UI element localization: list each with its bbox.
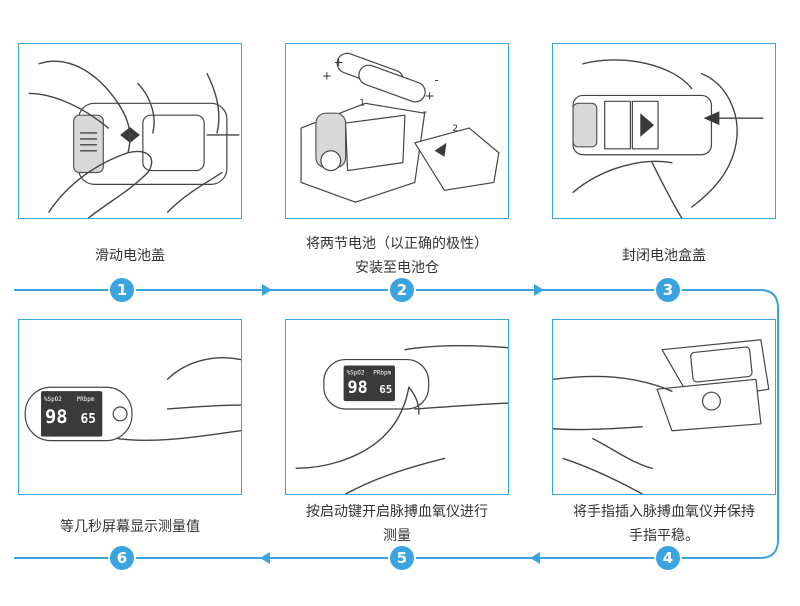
step-1-badge: 1	[110, 278, 134, 302]
display-pr-label: PRbpm	[77, 396, 95, 403]
display-pr-value: 65	[81, 412, 96, 427]
step-6-caption: 等几秒屏幕显示测量值	[0, 515, 260, 539]
step-2-caption: 将两节电池（以正确的极性） 安装至电池仓	[267, 232, 527, 280]
plus-mark-2: +	[334, 55, 344, 69]
step-5-line2: 测量	[383, 528, 411, 544]
display-spo2-label: %SpO2	[44, 396, 62, 403]
step-6-image: %SpO2 PRbpm 98 65	[18, 319, 242, 495]
callout-1: 1	[359, 98, 365, 108]
plus-mark-1: +	[322, 69, 332, 83]
step-3-caption: 封闭电池盒盖	[534, 244, 794, 268]
step-2-image: + + + - - 1 2	[285, 43, 509, 219]
step-2-badge: 2	[390, 278, 414, 302]
pr-label: PRbpm	[373, 369, 391, 376]
step-5-line1: 按启动键开启脉搏血氧仪进行	[306, 504, 488, 520]
step-4-badge: 4	[656, 546, 680, 570]
minus-mark-2: -	[423, 104, 427, 118]
step-2-line2: 安装至电池仓	[355, 260, 439, 276]
step-6-line1: 等几秒屏幕显示测量值	[60, 519, 200, 535]
step-3-badge: 3	[656, 278, 680, 302]
minus-mark-1: -	[435, 73, 439, 87]
finger-press-button-icon: %SpO2 PRbpm 98 65	[295, 344, 508, 494]
step-5-badge: 5	[390, 546, 414, 570]
step-4-caption: 将手指插入脉搏血氧仪并保持 手指平稳。	[534, 500, 794, 548]
spo2-value: 98	[348, 377, 368, 397]
step-3-line1: 封闭电池盒盖	[622, 248, 706, 264]
step-3-image	[552, 43, 776, 219]
step-1-caption: 滑动电池盖	[0, 244, 260, 268]
display-spo2-value: 98	[45, 407, 68, 428]
step-4-line2: 手指平稳。	[629, 528, 699, 544]
pr-value: 65	[379, 383, 392, 396]
step-1-image	[18, 43, 242, 219]
callout-2: 2	[452, 124, 458, 134]
device-display-icon: %SpO2 PRbpm 98 65	[24, 357, 241, 442]
plus-mark-3: +	[425, 88, 435, 102]
step-4-line1: 将手指插入脉搏血氧仪并保持	[573, 504, 755, 520]
step-5-image: %SpO2 PRbpm 98 65	[285, 319, 509, 495]
step-2-line1: 将两节电池（以正确的极性）	[306, 236, 488, 252]
step-1-line1: 滑动电池盖	[95, 248, 165, 264]
step-4-image	[552, 319, 776, 495]
step-6-badge: 6	[110, 546, 134, 570]
hand-closing-cover-icon	[572, 59, 764, 218]
batteries-insert-icon: + + + - - 1 2	[300, 52, 500, 203]
hand-sliding-cover-icon	[28, 60, 240, 218]
finger-in-device-icon	[553, 339, 770, 494]
step-5-caption: 按启动键开启脉搏血氧仪进行 测量	[267, 500, 527, 548]
spo2-label: %SpO2	[347, 369, 365, 376]
